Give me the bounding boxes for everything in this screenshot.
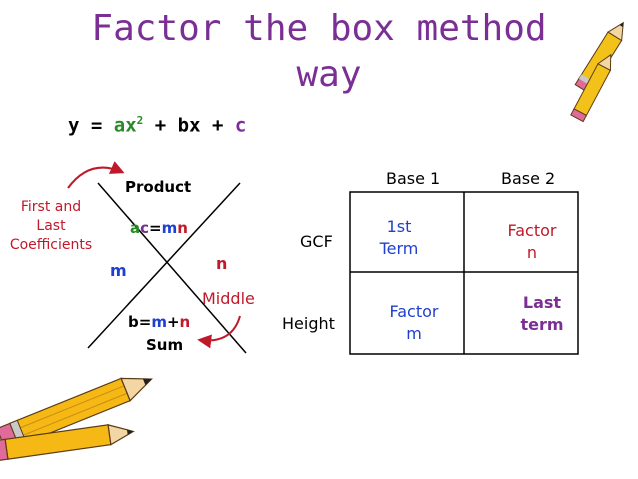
cell-first-term: 1st Term [364, 216, 434, 260]
cell-factor-m: Factor m [374, 301, 454, 345]
formula-c: c [234, 114, 247, 137]
cell-first-term-line-1: 1st [386, 217, 412, 236]
ac-equals-mn: ac=mn [130, 219, 188, 237]
n-label: n [216, 254, 228, 273]
sum-b: b= [128, 313, 152, 331]
arrow-middle [197, 315, 241, 349]
m-label: m [110, 261, 127, 280]
gcf-label: GCF [300, 232, 333, 251]
first-last-line-3: Coefficients [9, 237, 93, 253]
x-diagonal-1 [87, 182, 241, 349]
pencil-icon [570, 53, 612, 123]
formula-plus-2: + [200, 114, 235, 137]
cell-first-term-line-2: Term [379, 239, 419, 258]
ac-c: c [140, 219, 150, 237]
first-last-line-2: Last [36, 218, 66, 234]
formula-ax: ax [113, 114, 137, 137]
page-title: Factor the box method way [0, 6, 638, 98]
cell-last-term-line-1: Last [522, 293, 562, 312]
sum-plus: + [166, 313, 180, 331]
cell-last-term: Last term [502, 292, 582, 336]
cell-factor-n-line-2: n [526, 243, 538, 262]
title-line-1: Factor the box method [91, 8, 547, 49]
quadratic-formula: y = ax2 + bx + c [68, 114, 246, 136]
formula-bx: bx [177, 114, 201, 137]
base-2-label: Base 2 [501, 169, 556, 188]
formula-y: y [68, 114, 80, 137]
x-diagonal-2 [97, 182, 247, 354]
height-label: Height [282, 314, 335, 333]
sum-m: m [151, 313, 167, 331]
ac-a: a [130, 219, 141, 237]
b-equals-m-plus-n: b=m+n [128, 313, 190, 331]
ac-n: n [177, 219, 188, 237]
base-1-label: Base 1 [386, 169, 441, 188]
middle-label: Middle [202, 289, 255, 308]
first-last-coefficients-label: First and Last Coefficients [2, 198, 100, 255]
cell-last-term-line-2: term [520, 315, 564, 334]
arrow-first-last [67, 161, 125, 189]
cell-factor-n: Factor n [492, 220, 572, 264]
formula-plus-1: + [143, 114, 178, 137]
title-line-2: way [296, 54, 362, 95]
first-last-line-1: First and [20, 199, 82, 215]
pencil-icon [0, 424, 135, 462]
sum-label: Sum [146, 336, 184, 354]
cell-factor-n-line-1: Factor [507, 221, 557, 240]
ac-eq: = [149, 219, 162, 237]
sum-n: n [179, 313, 191, 331]
cell-factor-m-line-1: Factor [389, 302, 439, 321]
product-label: Product [125, 178, 192, 196]
formula-square: 2 [136, 114, 144, 127]
formula-equals: = [79, 114, 114, 137]
ac-m: m [161, 219, 178, 237]
cell-factor-m-line-2: m [406, 324, 422, 343]
